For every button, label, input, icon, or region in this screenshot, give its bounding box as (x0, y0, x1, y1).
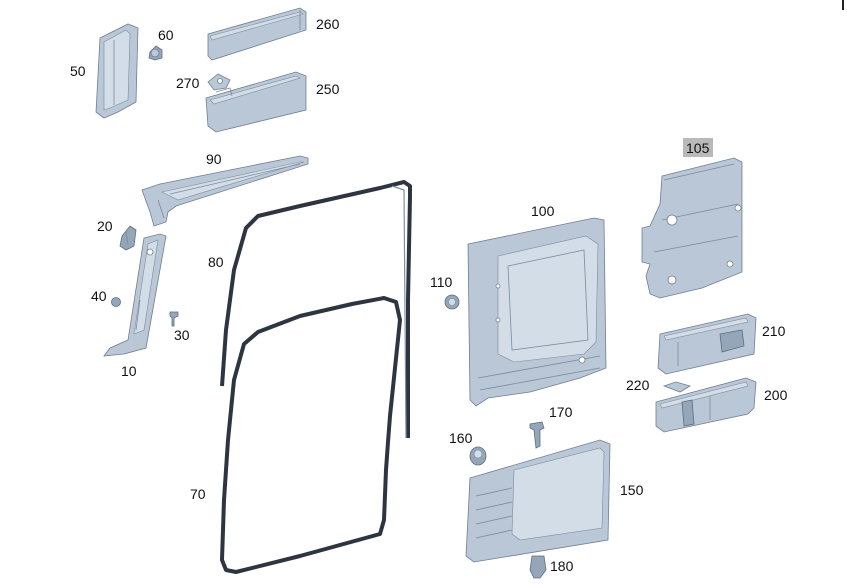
part-20[interactable] (119, 225, 137, 251)
corner-mark (842, 0, 844, 10)
label-40: 40 (91, 288, 107, 304)
label-70: 70 (190, 486, 206, 502)
label-105[interactable]: 105 (686, 140, 710, 156)
part-250[interactable] (205, 71, 307, 133)
label-150: 150 (620, 482, 644, 498)
part-40[interactable] (111, 297, 121, 307)
label-30: 30 (174, 327, 190, 343)
label-160: 160 (449, 430, 473, 446)
label-180: 180 (550, 558, 574, 574)
label-220: 220 (626, 377, 650, 393)
part-70[interactable] (220, 296, 402, 574)
label-90: 90 (206, 151, 222, 167)
part-260[interactable] (207, 7, 307, 61)
label-50: 50 (70, 63, 86, 79)
part-100[interactable] (467, 217, 607, 407)
label-100: 100 (531, 203, 555, 219)
label-200: 200 (764, 387, 788, 403)
part-110[interactable] (444, 294, 460, 310)
label-105-highlight (683, 138, 713, 157)
part-170[interactable] (529, 421, 545, 449)
label-20: 20 (97, 218, 113, 234)
part-220[interactable] (662, 381, 691, 393)
part-105[interactable] (641, 157, 743, 299)
label-80: 80 (208, 254, 224, 270)
label-210: 210 (762, 323, 786, 339)
label-270: 270 (176, 75, 200, 91)
part-50[interactable] (95, 23, 139, 119)
part-210[interactable] (657, 313, 757, 375)
part-10[interactable] (103, 233, 167, 357)
part-180[interactable] (529, 555, 547, 579)
label-60: 60 (158, 27, 174, 43)
part-160[interactable] (469, 446, 487, 466)
part-60[interactable] (148, 45, 163, 61)
part-200[interactable] (655, 377, 757, 433)
label-10: 10 (121, 363, 137, 379)
label-260: 260 (316, 16, 340, 32)
part-30[interactable] (169, 311, 179, 327)
label-170: 170 (549, 404, 573, 420)
part-80[interactable] (220, 180, 412, 439)
part-90[interactable] (141, 155, 309, 227)
part-150[interactable] (465, 439, 611, 563)
label-250: 250 (316, 81, 340, 97)
part-270[interactable] (207, 73, 231, 91)
label-110: 110 (430, 274, 453, 290)
